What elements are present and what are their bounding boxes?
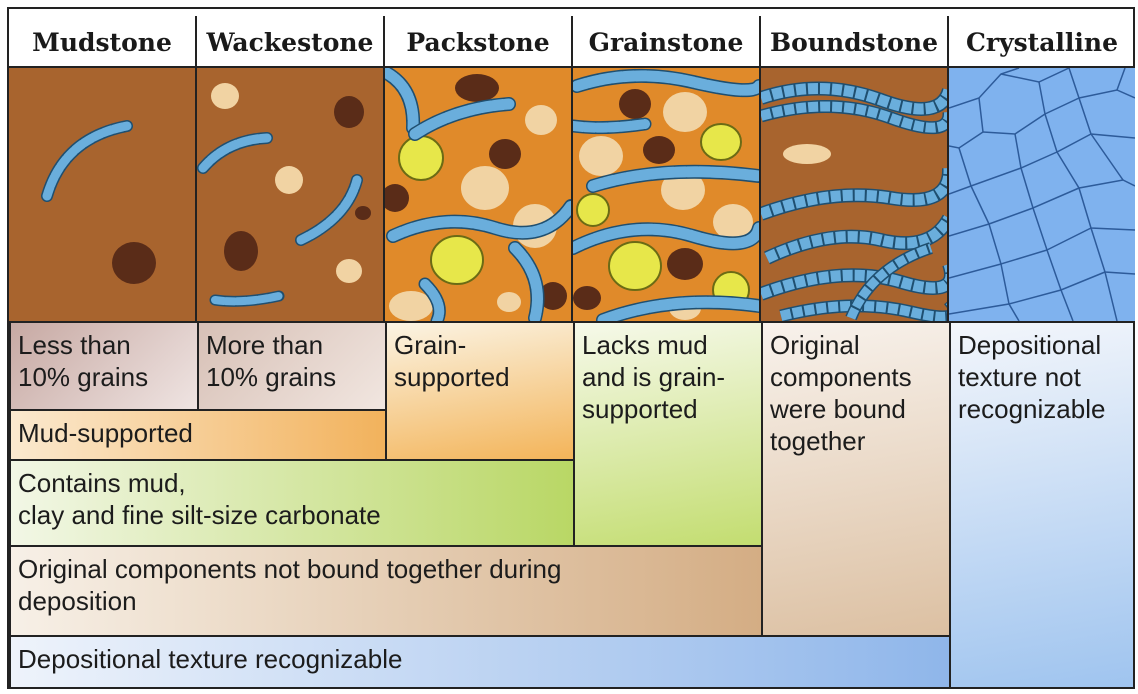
mudstone-desc-line: Less than (18, 329, 197, 361)
contains-mud-band: Contains mud, clay and fine silt-size ca… (9, 459, 575, 547)
boundstone-description: Original components were bound together (761, 321, 951, 637)
mud-supported-band: Mud-supported (9, 409, 387, 461)
header-crystalline: Crystalline (949, 16, 1135, 68)
mudstone-illustration (9, 68, 197, 321)
packstone-desc-line: Grain- (394, 329, 573, 361)
mudstone-desc-line: 10% grains (18, 361, 197, 393)
crystalline-desc-line: texture not (958, 361, 1133, 393)
grainstone-desc-line: supported (582, 393, 761, 425)
header-wackestone: Wackestone (197, 16, 385, 68)
header-packstone: Packstone (385, 16, 573, 68)
header-boundstone: Boundstone (761, 16, 949, 68)
packstone-illustration (385, 68, 573, 321)
not-bound-band: Original components not bound together d… (9, 545, 763, 637)
wackestone-description: More than 10% grains (197, 321, 387, 411)
wackestone-desc-line: 10% grains (206, 361, 385, 393)
wackestone-desc-line: More than (206, 329, 385, 361)
crystalline-illustration (949, 68, 1135, 321)
not-bound-line: deposition (18, 585, 761, 617)
boundstone-desc-line: Original (770, 329, 949, 361)
grainstone-desc-line: Lacks mud (582, 329, 761, 361)
crystalline-desc-line: recognizable (958, 393, 1133, 425)
crystalline-description: Depositional texture not recognizable (949, 321, 1135, 689)
grainstone-illustration (573, 68, 761, 321)
texture-recognizable-band: Depositional texture recognizable (9, 635, 951, 689)
texture-recognizable-label: Depositional texture recognizable (18, 643, 949, 675)
boundstone-desc-line: were bound (770, 393, 949, 425)
grainstone-desc-line: and is grain- (582, 361, 761, 393)
grainstone-description: Lacks mud and is grain- supported (573, 321, 763, 547)
crystalline-desc-line: Depositional (958, 329, 1133, 361)
mud-supported-label: Mud-supported (18, 417, 385, 449)
wackestone-illustration (197, 68, 385, 321)
packstone-desc-line: supported (394, 361, 573, 393)
packstone-description: Grain- supported (385, 321, 575, 461)
mudstone-description: Less than 10% grains (9, 321, 199, 411)
header-grainstone: Grainstone (573, 16, 761, 68)
header-mudstone: Mudstone (9, 16, 197, 68)
contains-mud-line: clay and fine silt-size carbonate (18, 499, 573, 531)
boundstone-illustration (761, 68, 949, 321)
contains-mud-line: Contains mud, (18, 467, 573, 499)
boundstone-desc-line: together (770, 425, 949, 457)
not-bound-line: Original components not bound together d… (18, 553, 761, 585)
boundstone-desc-line: components (770, 361, 949, 393)
